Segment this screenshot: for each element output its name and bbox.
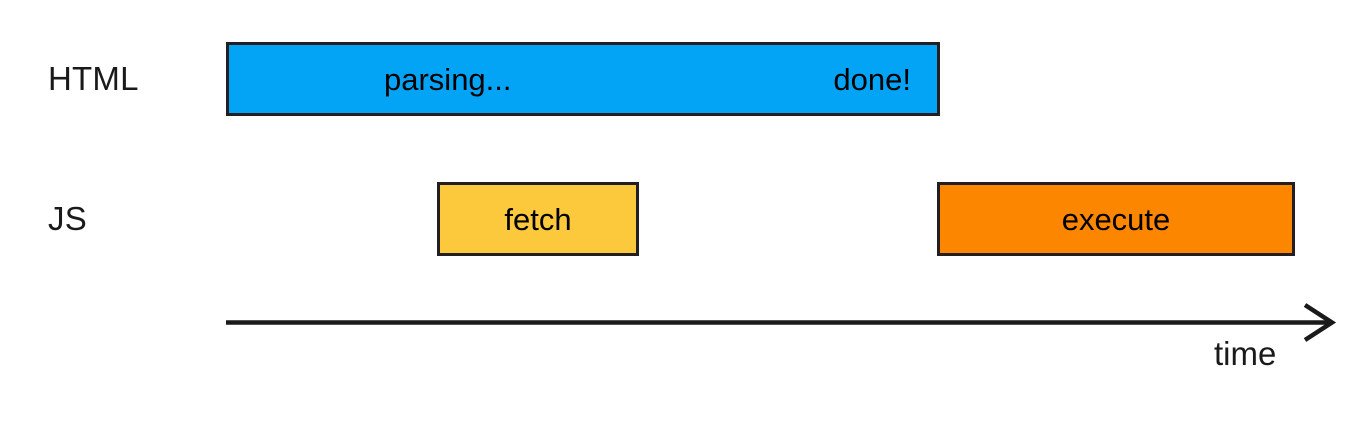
timeline-bar-fetch: fetch: [437, 182, 639, 256]
timeline-bar-fetch-label: fetch: [504, 201, 572, 237]
row-label-html: HTML: [48, 60, 139, 97]
timeline-bar-parsing-end-label: done!: [833, 61, 911, 97]
timeline-bar-execute: execute: [937, 182, 1295, 256]
row-label-js: JS: [48, 200, 87, 237]
timeline-bar-parsing-start-label: parsing...: [384, 61, 512, 97]
timeline-bar-execute-label: execute: [1061, 201, 1171, 237]
timeline-bar-parsing: parsing... done!: [226, 42, 940, 116]
time-axis-arrow-right-icon: [226, 303, 1337, 342]
time-axis-label: time: [1214, 335, 1277, 372]
